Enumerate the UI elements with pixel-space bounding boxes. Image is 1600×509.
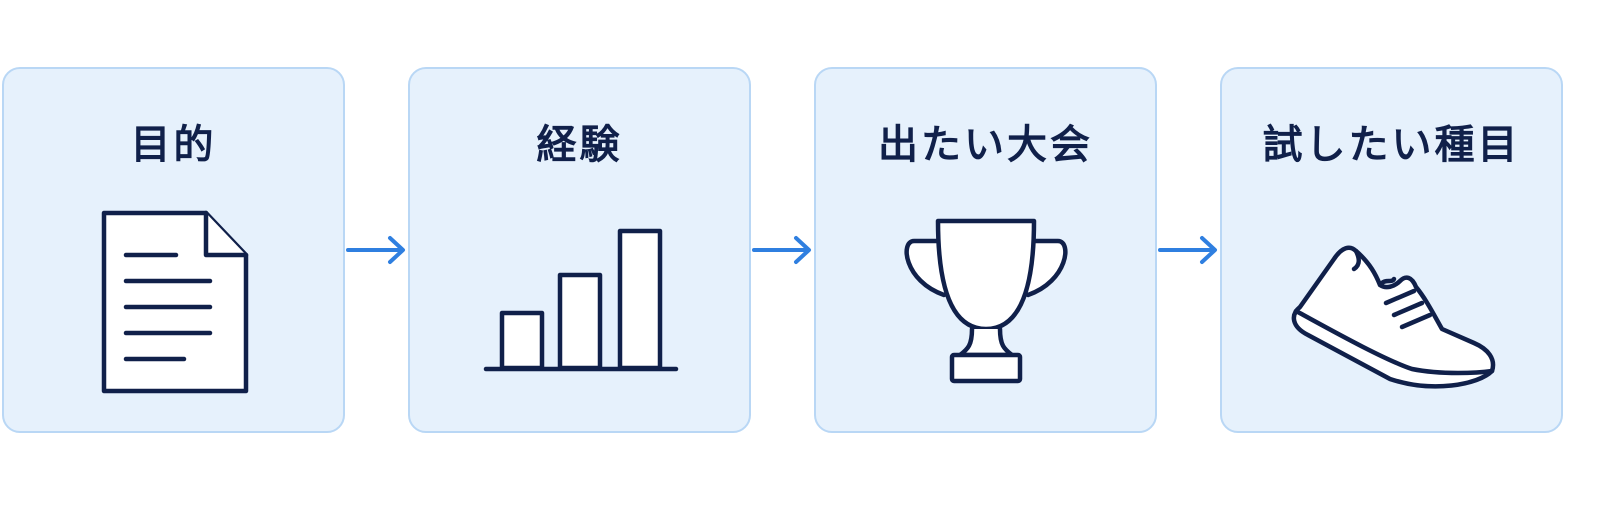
step-card-purpose: 目的	[2, 67, 345, 433]
running-shoe-icon	[1222, 199, 1561, 399]
trophy-icon	[816, 199, 1155, 399]
arrow-right-icon	[752, 236, 811, 264]
step-title: 試したい種目	[1262, 122, 1521, 168]
step-title: 経験	[536, 122, 623, 168]
step-card-tournament: 出たい大会	[814, 67, 1157, 433]
arrow-right-icon	[1158, 236, 1217, 264]
step-card-event: 試したい種目	[1220, 67, 1563, 433]
step-title: 出たい大会	[878, 122, 1093, 168]
step-title: 目的	[130, 122, 217, 168]
arrow-right-icon	[346, 236, 405, 264]
bar-chart-icon	[410, 199, 749, 399]
step-card-experience: 経験	[408, 67, 751, 433]
document-icon	[4, 199, 343, 399]
